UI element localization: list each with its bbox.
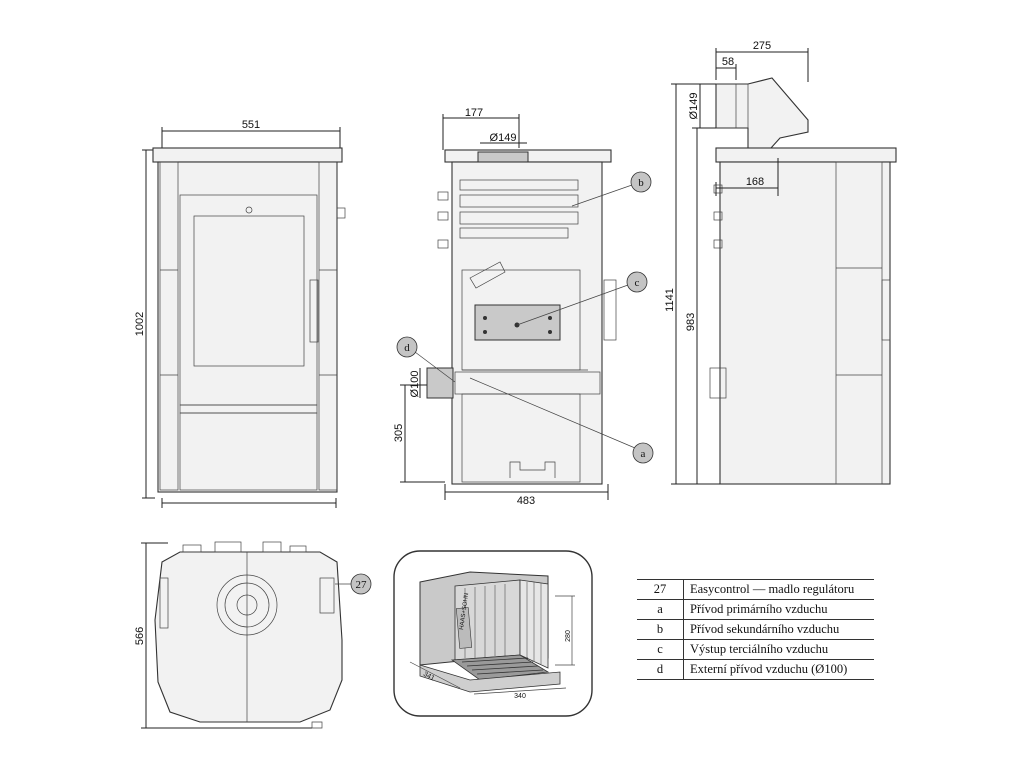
section-handle xyxy=(603,279,617,341)
brand-plate: HAAS+SOHN xyxy=(459,593,470,631)
front-width-bottom-label: 533 xyxy=(240,0,258,3)
front-width-top-label: 551 xyxy=(242,119,260,131)
callout-d xyxy=(396,336,418,358)
section-view: 177 Ø149 Ø100 305 48 xyxy=(393,107,654,507)
front-height-label: 1002 xyxy=(134,312,146,336)
firebox-width-label: 340 xyxy=(514,693,526,700)
legend-row: b Přívod sekundárního vzduchu xyxy=(637,619,874,640)
top-body xyxy=(154,551,343,723)
side-flue-offset-label: 58 xyxy=(722,56,734,68)
legend-row: a Přívod primárního vzduchu xyxy=(637,599,874,620)
section-flue-diameter-label: Ø149 xyxy=(490,132,517,144)
side-flue-diameter-label: Ø149 xyxy=(688,93,700,120)
legend-table: 27 Easycontrol — madlo regulátoru a Přív… xyxy=(637,579,874,680)
legend-key: a xyxy=(637,599,684,620)
side-height-total-label: 1141 xyxy=(664,288,676,312)
legend-row: 27 Easycontrol — madlo regulátoru xyxy=(637,579,874,600)
section-backplate xyxy=(474,304,561,341)
section-offset-label: 177 xyxy=(465,107,483,119)
side-flue-setback-label: 168 xyxy=(746,176,764,188)
section-inlet-height-label: 305 xyxy=(393,424,405,442)
firebox-height-label: 280 xyxy=(565,630,572,642)
legend-row: c Výstup terciálního vzduchu xyxy=(637,639,874,660)
callout-a xyxy=(632,442,654,464)
side-body xyxy=(719,161,891,485)
front-handle xyxy=(309,279,319,343)
callout-b-label: b xyxy=(638,177,644,189)
legend-key: d xyxy=(637,659,684,680)
callout-c xyxy=(626,271,648,293)
callout-c-label: c xyxy=(635,277,640,289)
top-view: 566 27 xyxy=(134,541,372,729)
legend-text: Externí přívod vzduchu (Ø100) xyxy=(683,659,874,680)
callout-a-label: a xyxy=(641,448,646,460)
section-inlet-label: Ø100 xyxy=(409,371,421,398)
legend-text: Výstup terciálního vzduchu xyxy=(683,639,874,660)
callout-b xyxy=(630,171,652,193)
legend-text: Přívod primárního vzduchu xyxy=(683,599,874,620)
side-height-outlet-label: 983 xyxy=(685,313,697,331)
top-depth-label: 566 xyxy=(134,627,146,645)
side-depth-label: 275 xyxy=(753,40,771,52)
front-door-glass xyxy=(193,215,305,367)
section-air-inlet xyxy=(426,367,454,399)
top-flue-inner xyxy=(236,594,258,616)
side-flue-elbow xyxy=(715,77,809,159)
callout-d-label: d xyxy=(404,342,410,354)
front-view: 551 1002 533 xyxy=(134,0,346,508)
callout-27-label: 27 xyxy=(356,579,368,591)
callout-27 xyxy=(350,573,372,595)
section-width-label: 483 xyxy=(517,495,535,507)
side-view: 275 58 Ø149 168 1141 983 xyxy=(664,40,897,485)
firebox-detail: HAAS+SOHN 280 340 341 xyxy=(393,550,593,717)
front-ash-drawer xyxy=(179,412,318,491)
top-flue-outer xyxy=(216,574,278,636)
legend-text: Přívod sekundárního vzduchu xyxy=(683,619,874,640)
front-body xyxy=(157,161,338,493)
legend-key: 27 xyxy=(637,579,684,600)
legend-row: d Externí přívod vzduchu (Ø100) xyxy=(637,659,874,680)
legend-key: c xyxy=(637,639,684,660)
legend-key: b xyxy=(637,619,684,640)
firebox-depth-label: 341 xyxy=(422,671,436,683)
front-top-plate xyxy=(152,147,343,163)
legend-text: Easycontrol — madlo regulátoru xyxy=(683,579,874,600)
